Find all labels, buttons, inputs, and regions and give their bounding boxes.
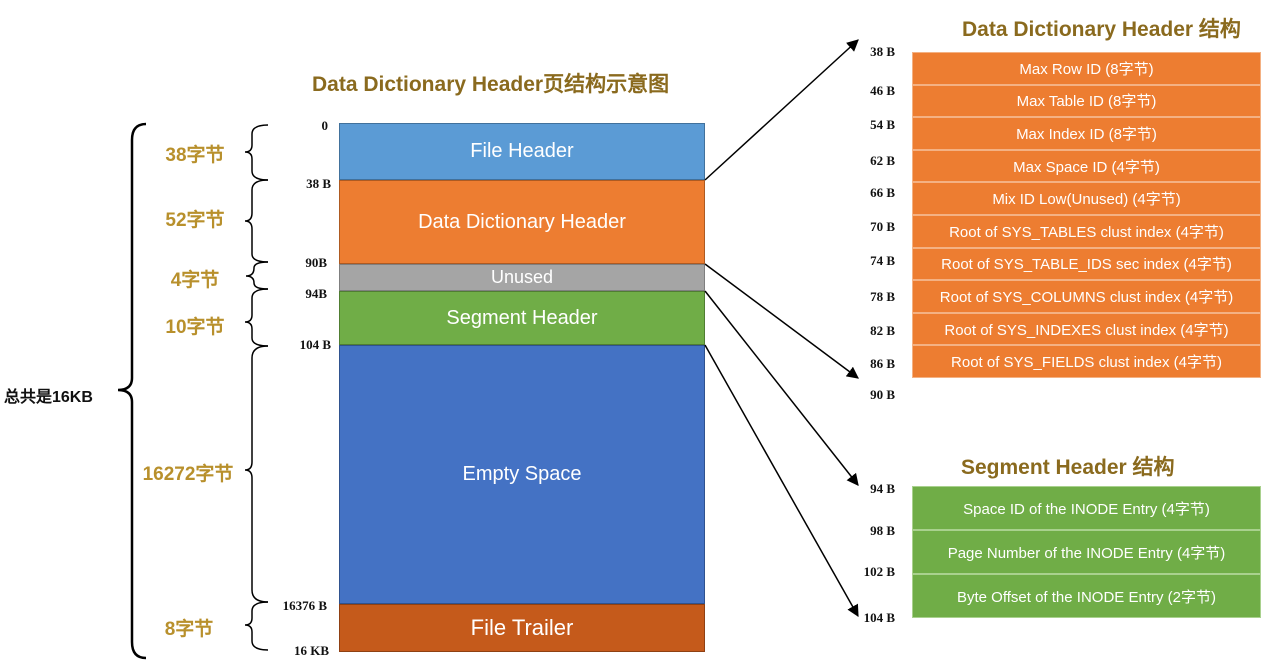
dd-header-offset: 54 B — [870, 117, 895, 133]
page-offset-94: 94B — [305, 286, 327, 301]
segment-header-title: Segment Header 结构 — [961, 456, 1175, 479]
dd-header-offsets: 38 B 46 B 54 B 62 B 66 B 70 B 74 B 78 B 82 B 86 B… — [835, 44, 897, 402]
dd-header-title: Data Dictionary Header 结构 — [962, 18, 1241, 41]
brace-unused — [245, 261, 269, 290]
empty-space-block: Empty Space — [339, 345, 705, 604]
file-trailer-label: File Trailer — [470, 615, 574, 640]
file-header-label: File Header — [470, 140, 574, 162]
arrow-seg-top — [704, 290, 859, 486]
dd-header-field: Root of SYS_COLUMNS clust index (4字节) — [912, 280, 1261, 313]
size-label-dd-header: 52字节 — [165, 210, 225, 231]
dd-header-field: Max Index ID (8字节) — [912, 117, 1261, 150]
segment-header-field: Byte Offset of the INODE Entry (2字节) — [912, 574, 1261, 618]
size-label-unused: 4字节 — [170, 270, 220, 291]
page-offset-16kb: 16 KB — [293, 643, 329, 658]
data-dictionary-header-label: Data Dictionary Header — [418, 210, 626, 233]
brace-file-header — [244, 124, 269, 181]
dd-header-offset: 38 B — [870, 44, 895, 59]
segment-header-field: Space ID of the INODE Entry (4字节) — [912, 486, 1261, 530]
dd-header-offset: 62 B — [870, 152, 895, 168]
dd-header-offset: 90 B — [870, 387, 895, 402]
unused-block: Unused — [339, 264, 705, 291]
arrow-dd-top — [704, 39, 859, 181]
dd-header-offset: 74 B — [870, 252, 895, 268]
brace-dd-header — [244, 179, 269, 263]
dd-header-offset: 82 B — [870, 322, 895, 338]
segment-header-block: Segment Header — [339, 291, 705, 345]
size-label-empty-space: 16272字节 — [142, 464, 234, 485]
brace-file-trailer — [244, 601, 269, 651]
size-label-file-header: 38字节 — [165, 145, 225, 166]
page-offset-0: 0 — [321, 118, 329, 133]
empty-space-label: Empty Space — [462, 463, 582, 485]
segment-header-offset: 102 B — [863, 564, 895, 579]
size-label-segment-header: 10字节 — [165, 317, 225, 338]
segment-header-offset: 104 B — [863, 610, 895, 625]
page-offset-16376: 16376 B — [282, 598, 327, 613]
segment-header-offset: 98 B — [870, 523, 895, 538]
dd-header-offset: 78 B — [870, 289, 895, 305]
total-size-label: 总共是16KB — [4, 389, 93, 406]
dd-header-field: Mix ID Low(Unused) (4字节) — [912, 182, 1261, 215]
dd-header-offset: 66 B — [870, 185, 895, 201]
page-offset-38: 38 B — [306, 176, 331, 191]
dd-header-field: Max Table ID (8字节) — [912, 84, 1261, 118]
dd-header-offset: 86 B — [870, 356, 895, 372]
dd-header-field: Root of SYS_INDEXES clust index (4字节) — [912, 312, 1261, 346]
dd-header-field: Max Space ID (4字节) — [912, 149, 1261, 183]
page-title: Data Dictionary Header页结构示意图 — [312, 73, 670, 96]
file-header-block: File Header — [339, 123, 705, 180]
segment-header-table: Space ID of the INODE Entry (4字节)Page Nu… — [912, 486, 1261, 618]
segment-header-offset: 94 B — [870, 481, 895, 496]
arrow-dd-bottom — [704, 263, 859, 379]
dd-header-offset: 70 B — [870, 219, 895, 234]
data-dictionary-header-block: Data Dictionary Header — [339, 180, 705, 264]
brace-segment-header — [244, 288, 269, 347]
segment-header-offsets: 94 B 98 B 102 B 104 B — [835, 481, 897, 625]
arrow-seg-bottom — [704, 344, 859, 618]
segment-header-field: Page Number of the INODE Entry (4字节) — [912, 530, 1261, 574]
page-offset-90: 90B — [305, 255, 327, 270]
segment-header-label: Segment Header — [446, 306, 598, 329]
dd-header-field: Root of SYS_FIELDS clust index (4字节) — [912, 345, 1261, 378]
dd-header-offset: 46 B — [870, 82, 895, 98]
dd-header-table: Max Row ID (8字节)Max Table ID (8字节)Max In… — [912, 52, 1261, 378]
brace-empty-space — [244, 345, 269, 603]
dd-header-field: Max Row ID (8字节) — [912, 52, 1261, 85]
file-trailer-block: File Trailer — [339, 604, 705, 652]
brace-total — [117, 122, 147, 660]
unused-label: Unused — [490, 267, 554, 287]
size-label-file-trailer: 8字节 — [164, 619, 214, 640]
page-offset-104: 104 B — [299, 337, 331, 352]
dd-header-field: Root of SYS_TABLE_IDS sec index (4字节) — [912, 247, 1261, 281]
dd-header-field: Root of SYS_TABLES clust index (4字节) — [912, 215, 1261, 248]
